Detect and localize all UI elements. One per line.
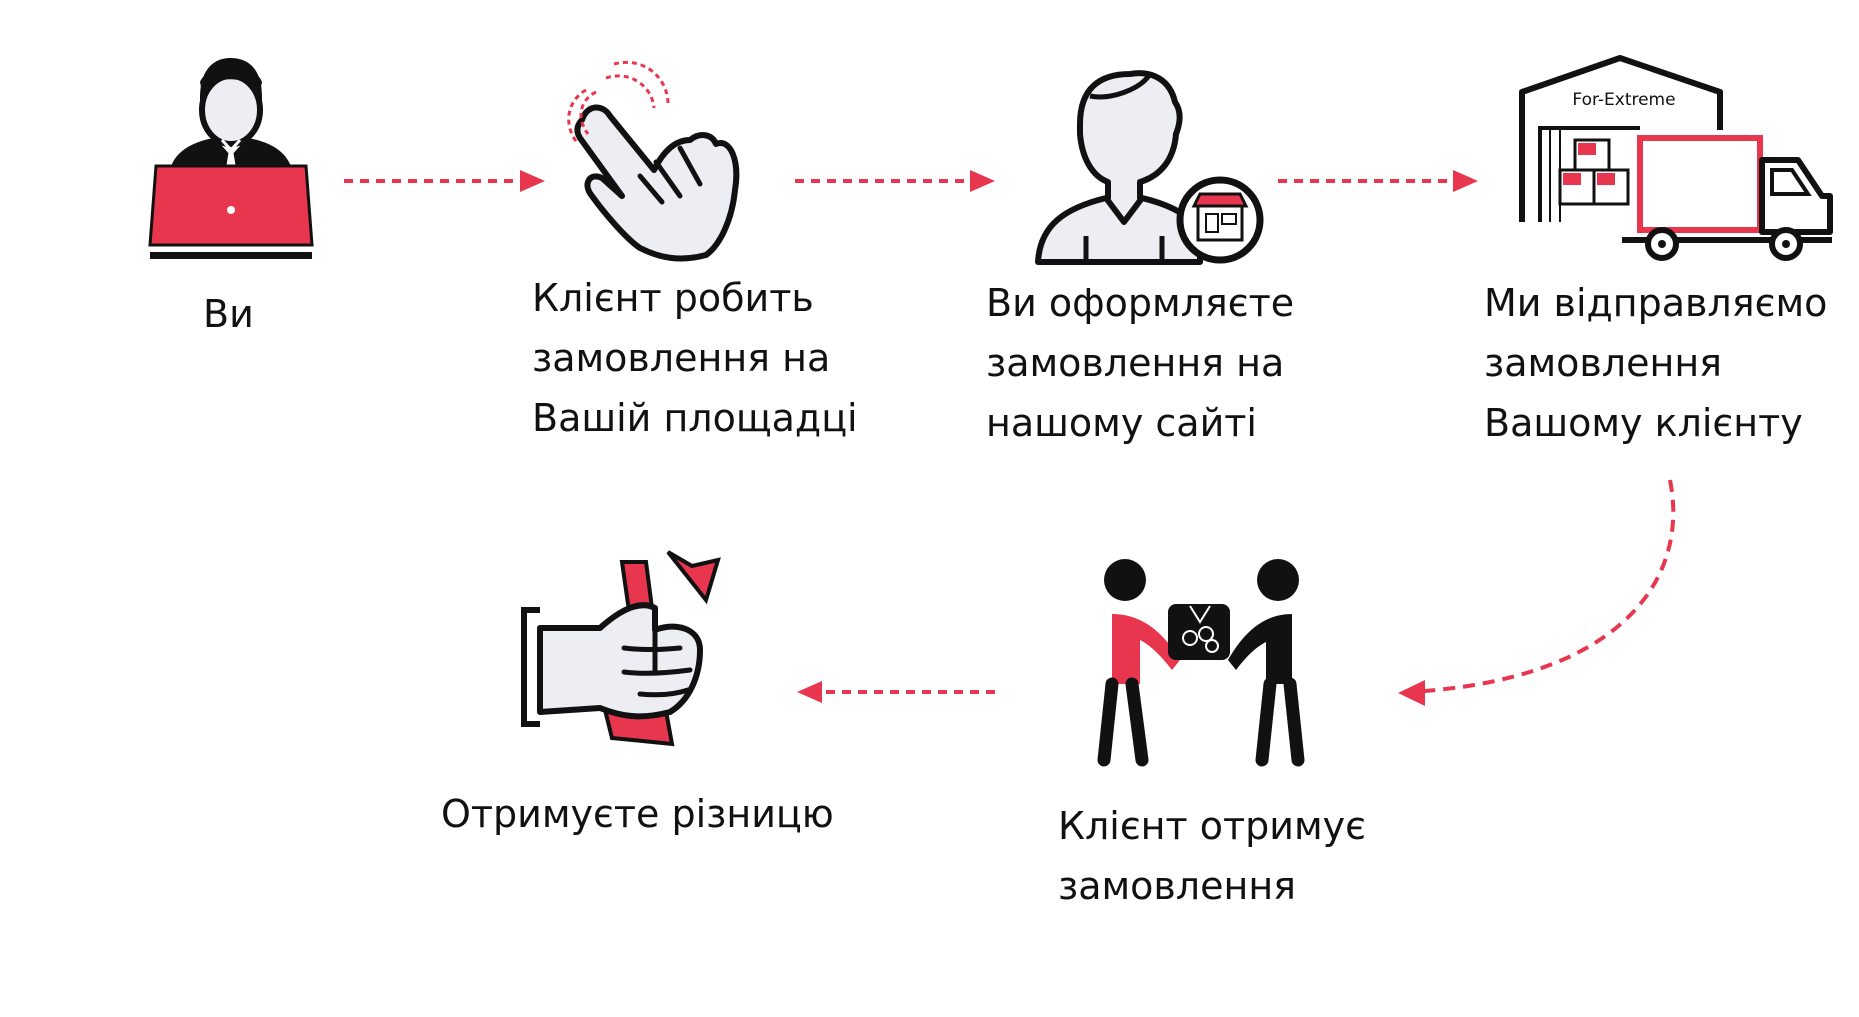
tap-hand-icon — [567, 60, 740, 262]
arrow-place-order-to-ship — [1278, 170, 1478, 192]
step-label-line: Ми відправляємо — [1484, 281, 1828, 325]
hand-with-money-icon — [521, 550, 721, 747]
step-label-line: замовлення на — [986, 341, 1285, 385]
user-with-shop-icon — [1035, 70, 1264, 265]
arrow-ship-to-client-receives — [1398, 479, 1676, 706]
arrow-you-to-client-order — [344, 170, 545, 192]
boxes-icon — [1558, 138, 1630, 206]
arrow-client-receives-to-difference — [797, 681, 995, 703]
step-label-you: Ви — [203, 284, 254, 344]
step-label-line: нашому сайті — [986, 401, 1257, 445]
step-label-line: Клієнт отримує — [1058, 804, 1366, 848]
step-label-line: замовлення — [1484, 341, 1723, 385]
warehouse-truck-icon: For-Extreme — [1519, 55, 1833, 261]
laptop-user-icon — [148, 58, 314, 259]
step-label-line: Ви — [203, 292, 254, 336]
package-handover-icon — [1097, 559, 1305, 767]
step-label-we-ship: Ми відправляємо замовлення Вашому клієнт… — [1484, 273, 1827, 453]
step-label-client-receives: Клієнт отримує замовлення — [1058, 796, 1366, 916]
step-label-you-place-order: Ви оформляєте замовлення на нашому сайті — [986, 273, 1294, 453]
step-label-line: замовлення на — [532, 336, 831, 380]
step-label-line: Отримуєте різницю — [441, 792, 834, 836]
step-label-line: Клієнт робить — [532, 276, 814, 320]
step-label-line: Вашому клієнту — [1484, 401, 1803, 445]
step-label-client-order: Клієнт робить замовлення на Вашій площад… — [532, 268, 858, 448]
step-label-line: Вашій площадці — [532, 396, 858, 440]
arrow-client-order-to-place-order — [795, 170, 995, 192]
warehouse-sign: For-Extreme — [1572, 90, 1675, 110]
step-label-line: Ви оформляєте — [986, 281, 1295, 325]
step-label-you-get-difference: Отримуєте різницю — [441, 784, 834, 844]
step-label-line: замовлення — [1058, 864, 1297, 908]
